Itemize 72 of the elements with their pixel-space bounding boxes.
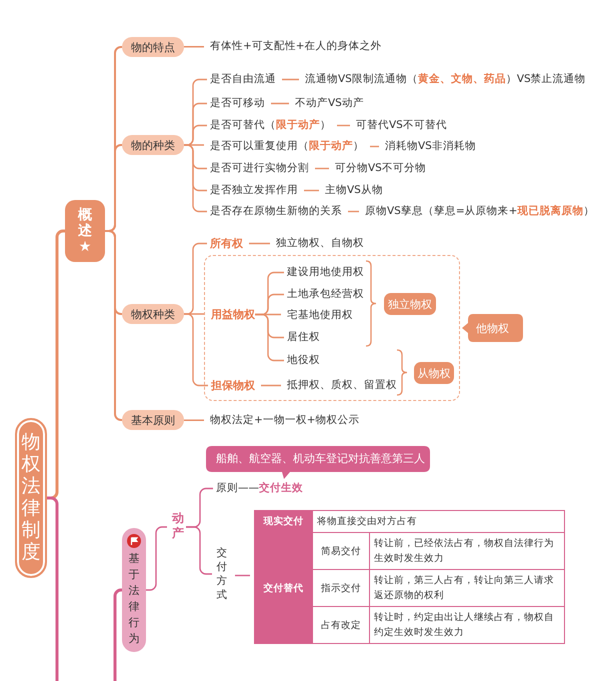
topic-pill: 物权种类 bbox=[122, 304, 184, 324]
connector-line bbox=[271, 102, 289, 104]
topic-pill: 物的种类 bbox=[122, 135, 184, 155]
connector-line bbox=[146, 526, 167, 591]
branch-text: 流通物VS限制流通物（黄金、文物、药品）VS禁止流通物 bbox=[305, 72, 586, 87]
table-cell: 转让时，约定由出让人继续占有，物权自约定生效时发生效力 bbox=[370, 607, 564, 643]
connector-line bbox=[255, 314, 284, 362]
table-cell: 指示交付 bbox=[313, 570, 369, 606]
category-text: 担保物权 bbox=[211, 378, 255, 393]
branch-text: 宅基地使用权 bbox=[287, 308, 353, 323]
group-tag: 独立物权 bbox=[384, 293, 436, 315]
branch-text: 是否可进行实物分割 bbox=[210, 161, 309, 176]
table-cell: 转让前，第三人占有，转让向第三人请求返还原物的权利 bbox=[370, 570, 564, 606]
dashed-group-box bbox=[204, 255, 460, 401]
branch-text: 是否自由流通 bbox=[210, 72, 276, 87]
group-tag: 从物权 bbox=[414, 362, 454, 384]
connector-line bbox=[184, 420, 204, 421]
root-title: 物权法律制度 bbox=[22, 432, 40, 564]
branch-text: 主物VS从物 bbox=[325, 183, 383, 198]
topic-pill: 基本原则 bbox=[122, 410, 184, 430]
branch-text: 物权法定+一物一权+物权公示 bbox=[210, 413, 360, 428]
connector-line bbox=[249, 242, 270, 244]
connector-line bbox=[304, 190, 319, 192]
branch-text: 原则——交付生效 bbox=[216, 481, 303, 496]
branch-text: 原物VS孳息（孳息=从原物来+现已脱离原物） bbox=[365, 204, 591, 219]
connector-line bbox=[282, 78, 299, 80]
connector-line bbox=[184, 124, 207, 146]
table-cell: 占有改定 bbox=[313, 607, 369, 643]
category-text: 所有权 bbox=[210, 236, 243, 251]
connector-line bbox=[370, 146, 379, 148]
table-cell: 转让前，已经依法占有，物权自法律行为生效时发生效力 bbox=[370, 533, 564, 569]
table-cell: 将物直接交由对方占有 bbox=[313, 511, 564, 532]
category-text: 动产 bbox=[170, 511, 186, 543]
branch-text: 独立物权、自物权 bbox=[276, 236, 364, 251]
topic-pill bbox=[122, 528, 146, 652]
branch-text: 是否可以重复使用（限于动产） bbox=[210, 139, 364, 154]
delivery-table bbox=[254, 510, 565, 644]
root-topic bbox=[15, 418, 47, 578]
connector-line bbox=[261, 384, 281, 386]
branch-text: 土地承包经营权 bbox=[287, 287, 364, 302]
section-title: 概述★ bbox=[78, 206, 92, 256]
connector-line bbox=[47, 496, 58, 681]
callout-text: 船舶、航空器、机动车登记对抗善意第三人 bbox=[216, 451, 425, 466]
branch-text: 建设用地使用权 bbox=[287, 265, 364, 280]
callout-bubble bbox=[462, 314, 523, 342]
connector-line bbox=[184, 46, 204, 48]
branch-text: 是否独立发挥作用 bbox=[210, 183, 298, 198]
category-text: 用益物权 bbox=[211, 307, 255, 322]
branch-text: 交付方式 bbox=[215, 546, 229, 602]
connector-line bbox=[184, 144, 207, 212]
topic-pill: 物的特点 bbox=[122, 37, 184, 57]
topic-label: 基于法律行为 bbox=[128, 551, 140, 647]
branch-text: 抵押权、质权、留置权 bbox=[287, 378, 397, 393]
branch-text: 居住权 bbox=[287, 330, 320, 345]
connector-line bbox=[315, 168, 329, 170]
callout-text: 他物权 bbox=[476, 321, 509, 336]
connector-line bbox=[235, 574, 250, 576]
connector-line bbox=[184, 313, 208, 386]
section-topic bbox=[65, 200, 105, 262]
branch-text: 是否可移动 bbox=[210, 96, 265, 111]
connector-line bbox=[337, 124, 350, 126]
branch-text: 可替代VS不可替代 bbox=[356, 118, 447, 133]
callout-bubble bbox=[206, 446, 430, 479]
table-cell: 简易交付 bbox=[313, 533, 369, 569]
connector-line bbox=[348, 210, 359, 212]
branch-text: 地役权 bbox=[287, 353, 320, 368]
branch-text: 是否存在原物生新物的关系 bbox=[210, 204, 342, 219]
branch-text: 不动产VS动产 bbox=[295, 96, 364, 111]
branch-text: 可分物VS不可分物 bbox=[335, 161, 426, 176]
branch-text: 有体性+可支配性+在人的身体之外 bbox=[210, 39, 382, 54]
branch-text: 是否可替代（限于动产） bbox=[210, 118, 331, 133]
branch-text: 消耗物VS非消耗物 bbox=[385, 139, 476, 154]
